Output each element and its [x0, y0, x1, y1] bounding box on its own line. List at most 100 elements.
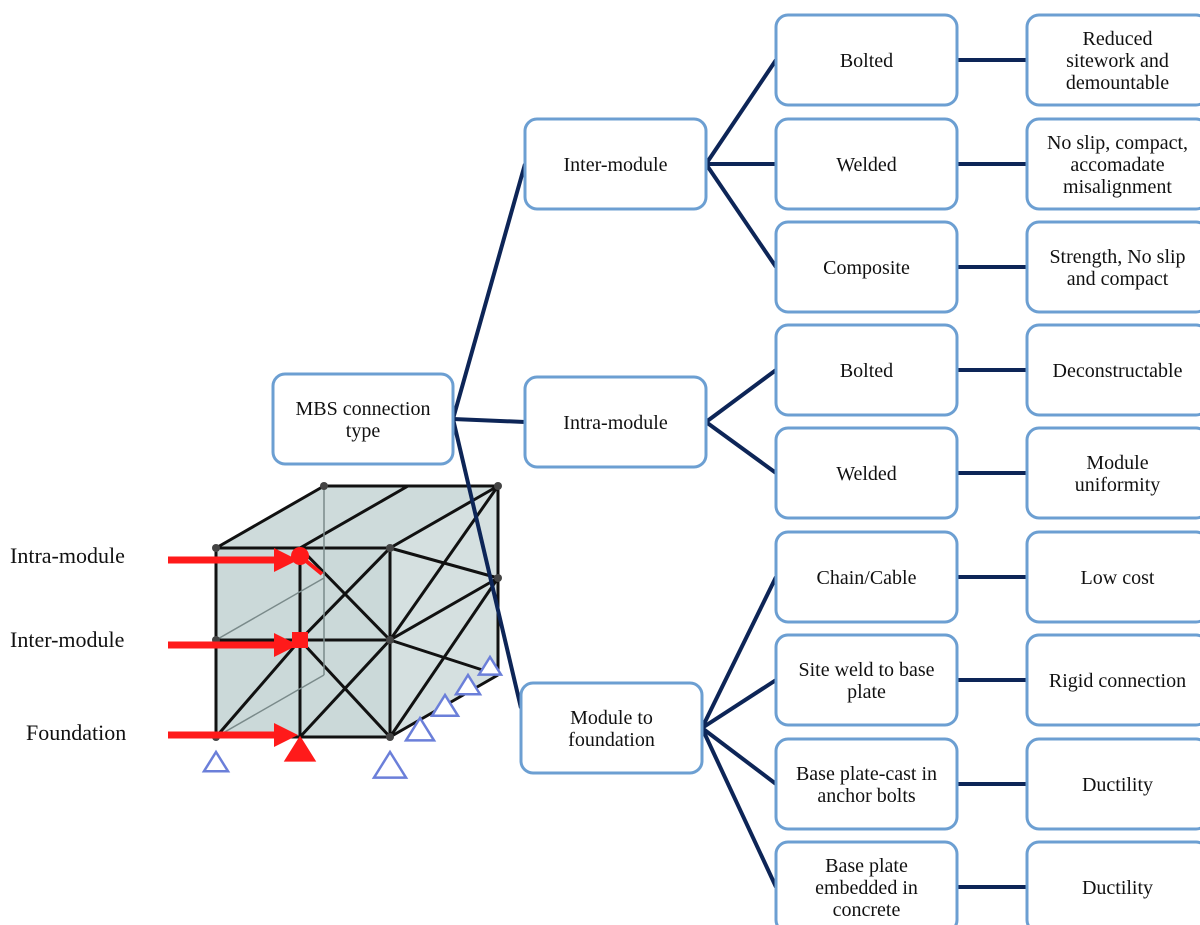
frame-node [386, 544, 394, 552]
inter-module-arrow-head [274, 633, 298, 657]
group-node-2-text: Module to [570, 707, 653, 729]
frame-member [389, 484, 499, 550]
group-node-1-frame [523, 375, 708, 469]
benefit-node-0-0-text: sitework and [1066, 50, 1169, 72]
group-to-type-connector [700, 727, 778, 888]
type-node-0-1: Welded [774, 117, 959, 211]
group-node-2-text: foundation [568, 729, 655, 751]
support-icon [371, 749, 409, 779]
frame-node [386, 636, 394, 644]
frame-back-member [215, 674, 325, 738]
frame-node [494, 574, 502, 582]
modular-frame-illustration [168, 482, 504, 779]
type-node-2-0-frame [774, 530, 959, 624]
benefit-node-2-1: Rigid connection [1025, 633, 1200, 727]
type-node-2-3-text: Base plate [825, 855, 908, 877]
benefit-node-0-0-text: Reduced [1083, 28, 1153, 50]
type-node-2-2-frame [774, 737, 959, 831]
benefit-node-2-3-text: Ductility [1082, 877, 1153, 899]
root-to-group-connector [452, 417, 526, 424]
intra-module-arrow-head [274, 548, 298, 572]
intra-joint-brace [298, 554, 324, 576]
group-to-type-connector [704, 368, 778, 424]
benefit-node-2-3: Ductility [1025, 840, 1200, 925]
frame-member [389, 576, 499, 642]
type-node-2-1-text: Site weld to base [798, 659, 934, 681]
type-node-2-2-text: Base plate-cast in [796, 763, 937, 785]
benefit-node-0-2-frame [1025, 220, 1200, 314]
benefit-node-0-2-text: and compact [1067, 268, 1169, 290]
benefit-node-2-1-text: Rigid connection [1049, 670, 1186, 692]
label-inter-module: Inter-module [10, 627, 124, 652]
group-node-0-text: Inter-module [563, 154, 667, 176]
benefit-node-2-2: Ductility [1025, 737, 1200, 831]
frame-labels: Intra-module Inter-module Foundation [10, 543, 126, 745]
type-node-0-0-frame [774, 13, 959, 107]
type-node-1-1-text: Welded [836, 463, 897, 485]
frame-member [299, 484, 409, 550]
group-node-2-frame [519, 681, 704, 775]
group-node-0: Inter-module [523, 117, 708, 211]
group-node-1: Intra-module [523, 375, 708, 469]
benefit-node-0-1-text: accomadate [1070, 154, 1164, 176]
benefit-node-0-2-text: Strength, No slip [1049, 246, 1185, 268]
type-node-0-0-text: Bolted [840, 50, 893, 72]
group-to-type-connector [704, 162, 778, 269]
root-to-group-connector [451, 418, 523, 709]
support-icon [403, 715, 437, 742]
type-node-2-3-frame [774, 840, 959, 925]
type-node-0-2-frame [774, 220, 959, 314]
type-node-1-0: Bolted [774, 323, 959, 417]
benefit-node-2-2-frame [1025, 737, 1200, 831]
type-node-2-2-text: anchor bolts [817, 785, 916, 807]
type-node-0-1-text: Welded [836, 154, 897, 176]
type-node-2-1-frame [774, 633, 959, 727]
type-node-0-2: Composite [774, 220, 959, 314]
type-node-1-1-frame [774, 426, 959, 520]
benefit-node-0-1-frame [1025, 117, 1200, 211]
type-node-2-3-text: concrete [833, 899, 901, 921]
type-node-0-1-frame [774, 117, 959, 211]
frame-member [298, 638, 392, 739]
type-node-0-2-text: Composite [823, 257, 910, 279]
benefit-node-0-0-text: demountable [1066, 72, 1169, 94]
root-to-group-connector [451, 163, 527, 420]
benefit-node-2-2-text: Ductility [1082, 774, 1153, 796]
frame-member [215, 484, 325, 550]
foundation-support-icon [283, 735, 317, 762]
frame-back-member [215, 577, 325, 641]
group-to-type-connector [704, 420, 778, 475]
foundation-arrow-head [274, 723, 298, 747]
benefit-node-1-1-text: Module [1086, 452, 1148, 474]
label-intra-module: Intra-module [10, 543, 125, 568]
root-node-text: MBS connection [296, 398, 431, 420]
type-node-1-0-text: Bolted [840, 360, 893, 382]
support-icon [429, 692, 461, 718]
benefit-node-2-1-frame [1025, 633, 1200, 727]
frame-member [388, 577, 500, 738]
frame-member [388, 485, 500, 641]
frame-node [320, 482, 328, 490]
frame-node [212, 544, 220, 552]
root-node-frame [271, 372, 455, 466]
frame-node [494, 482, 502, 490]
benefit-node-2-0: Low cost [1025, 530, 1200, 624]
group-to-type-connector [700, 576, 778, 729]
label-foundation: Foundation [26, 720, 126, 745]
frame-node [386, 733, 394, 741]
benefit-node-0-0-frame [1025, 13, 1200, 107]
benefit-node-1-1-frame [1025, 426, 1200, 520]
type-node-0-0: Bolted [774, 13, 959, 107]
type-node-2-3-text: embedded in [815, 877, 918, 899]
frame-member [298, 546, 392, 642]
benefit-node-0-1-text: misalignment [1063, 176, 1172, 198]
tree-boxes: MBS connectiontypeInter-moduleBoltedRedu… [271, 13, 1200, 925]
tree-connectors [451, 58, 1027, 889]
type-node-1-1: Welded [774, 426, 959, 520]
